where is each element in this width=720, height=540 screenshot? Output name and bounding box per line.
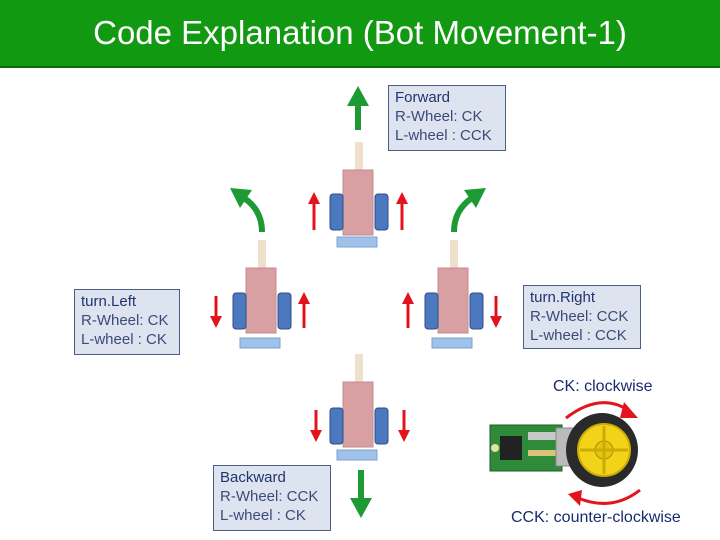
robot-backward — [329, 354, 389, 461]
robot-mast — [450, 240, 458, 268]
left-wheel — [232, 292, 247, 330]
counter-clockwise-arrow-icon — [568, 488, 641, 506]
robot-turn-right — [424, 240, 484, 349]
forward-r-wheel: R-Wheel: CK — [395, 108, 483, 125]
title-bar: Code Explanation (Bot Movement-1) — [0, 0, 720, 68]
red-arrow-down-icon — [310, 410, 322, 442]
robot-body — [342, 381, 374, 448]
red-arrow-down-icon — [398, 410, 410, 442]
robot-forward — [329, 142, 389, 248]
right-wheel — [277, 292, 292, 330]
right-wheel — [374, 407, 389, 445]
sensor-strip — [336, 449, 378, 461]
forward-arrow-icon — [347, 86, 369, 130]
cck-legend: CCK: counter-clockwise — [511, 509, 681, 526]
turn-right-title: turn.Right — [530, 289, 596, 306]
turn-left-label-box: turn.Left R-Wheel: CK L-wheel : CK — [74, 289, 180, 355]
motor-wheel-image — [489, 413, 638, 487]
sensor-strip — [431, 337, 473, 349]
ck-legend: CK: clockwise — [553, 378, 653, 395]
turn-right-r-wheel: R-Wheel: CCK — [530, 308, 629, 325]
red-arrow-up-icon — [298, 292, 310, 328]
sensor-strip — [336, 236, 378, 248]
turn-right-l-wheel: L-wheel : CCK — [530, 327, 627, 344]
clockwise-arrow-icon — [565, 401, 638, 420]
right-wheel — [469, 292, 484, 330]
robot-turn-left — [232, 240, 292, 349]
backward-title: Backward — [220, 469, 286, 486]
left-wheel — [329, 193, 344, 231]
robot-mast — [258, 240, 266, 268]
red-arrow-up-icon — [402, 292, 414, 328]
robot-body — [245, 267, 277, 334]
red-arrow-down-icon — [490, 296, 502, 328]
left-wheel — [424, 292, 439, 330]
red-arrow-down-icon — [210, 296, 222, 328]
forward-title: Forward — [395, 89, 451, 106]
backward-label-box: Backward R-Wheel: CCK L-wheel : CK — [213, 465, 331, 531]
turn-right-label-box: turn.Right R-Wheel: CCK L-wheel : CCK — [523, 285, 641, 349]
robot-body — [342, 169, 374, 236]
forward-label-box: Forward R-Wheel: CK L-wheel : CCK — [388, 85, 506, 151]
page-title: Code Explanation (Bot Movement-1) — [93, 14, 627, 51]
right-wheel — [374, 193, 389, 231]
sensor-strip — [239, 337, 281, 349]
turn-left-arrow-icon — [230, 188, 265, 233]
turn-left-l-wheel: L-wheel : CK — [81, 331, 167, 348]
robot-mast — [355, 142, 363, 170]
turn-left-r-wheel: R-Wheel: CK — [81, 312, 169, 329]
red-arrow-up-icon — [396, 192, 408, 230]
turn-left-title: turn.Left — [81, 293, 137, 310]
turn-right-arrow-icon — [451, 188, 486, 233]
forward-l-wheel: L-wheel : CCK — [395, 127, 492, 144]
robot-body — [437, 267, 469, 334]
backward-l-wheel: L-wheel : CK — [220, 507, 306, 524]
robot-mast — [355, 354, 363, 382]
left-wheel — [329, 407, 344, 445]
red-arrow-up-icon — [308, 192, 320, 230]
backward-arrow-icon — [350, 470, 372, 518]
backward-r-wheel: R-Wheel: CCK — [220, 488, 319, 505]
